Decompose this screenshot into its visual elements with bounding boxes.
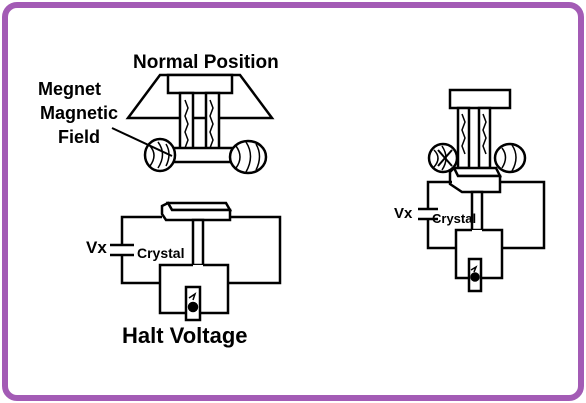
crystal-label-right: Crystal — [432, 211, 476, 226]
halt-voltage-circuit — [110, 201, 282, 322]
stem — [191, 218, 205, 267]
crystal-plate — [160, 201, 232, 222]
right-circuit-wire-bottom — [426, 219, 456, 250]
right-circuit-wire-right — [500, 180, 546, 250]
halt-voltage-label: Halt Voltage — [122, 323, 248, 348]
right-crystal-plate — [448, 165, 502, 194]
circuit-wire-bottom — [120, 255, 160, 285]
vx-label-right: Vx — [394, 205, 413, 222]
field-label: Field — [58, 127, 100, 147]
circuit-wire-right — [228, 215, 282, 285]
right-assembly — [427, 88, 527, 194]
vx-label-left: Vx — [86, 238, 107, 257]
normal-position-assembly — [111, 73, 275, 175]
right-magnet-ball — [228, 139, 268, 175]
crystal-label-left: Crystal — [137, 245, 184, 261]
right-top-cap — [448, 88, 512, 110]
right-circuit-wire-left — [426, 180, 452, 209]
right-circuit — [418, 180, 546, 293]
normal-position-label: Normal Position — [133, 52, 279, 73]
magnetic-label: Magnetic — [40, 103, 118, 123]
top-cap — [166, 73, 234, 95]
right-right-magnet-ball — [493, 142, 527, 174]
megnet-label: Megnet — [38, 79, 101, 99]
field-leader-line — [111, 127, 173, 157]
circuit-wire — [120, 215, 162, 245]
